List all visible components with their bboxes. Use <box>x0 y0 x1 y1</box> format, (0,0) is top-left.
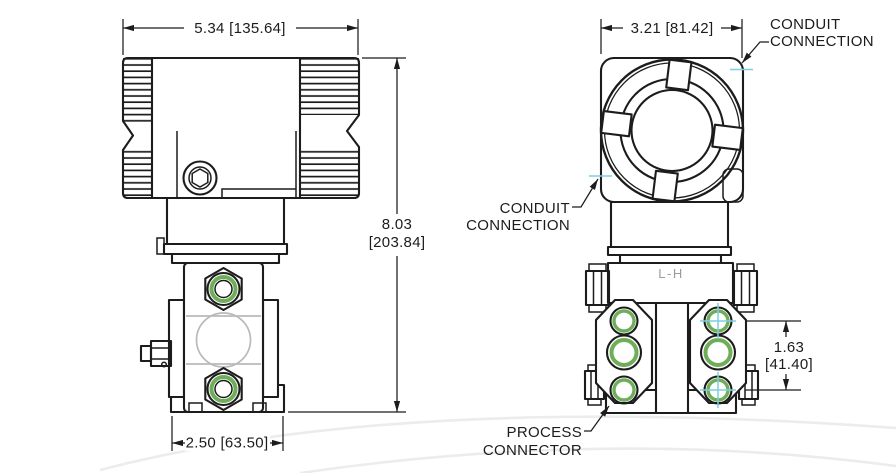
leader-line <box>741 41 769 64</box>
right-cover-knurl <box>300 147 359 198</box>
gasket-ring <box>612 378 636 402</box>
gasket-ring <box>612 309 636 333</box>
module-wing-right <box>261 298 280 399</box>
flange-bolt-upper-right <box>732 263 759 313</box>
module-block <box>606 261 735 305</box>
conduit-callout-top: CONDUIT CONNECTION <box>741 16 874 64</box>
port-spacing-dimension: 1.63 [41.40] <box>745 320 813 391</box>
gasket-ring <box>609 338 639 367</box>
connector-ports-left <box>605 306 643 405</box>
connector-ports-right <box>699 303 737 408</box>
housing-neck-front <box>606 200 733 265</box>
side-base-dim-text: 2.50 [63.50] <box>186 435 269 452</box>
side-height-dim-mm: [203.84] <box>369 234 426 251</box>
gasket-ring <box>703 338 733 367</box>
conduit-left-label-line2: CONNECTION <box>466 217 570 234</box>
module-body <box>182 261 265 414</box>
sensor-module-front: L-H <box>583 261 760 415</box>
flange-bolt-top <box>204 266 243 312</box>
cover-lug <box>600 110 633 138</box>
cover-lug <box>711 123 744 151</box>
leader-line <box>584 405 610 432</box>
flange-bolt-upper-left <box>584 263 611 313</box>
side-height-dim-in: 8.03 <box>382 216 412 233</box>
left-cover-outline <box>121 56 152 200</box>
side-height-dimension: 8.03 [203.84] <box>288 57 426 413</box>
cover-lock-screw <box>182 160 218 196</box>
process-connector-right <box>688 298 748 405</box>
sensor-module-side <box>139 261 286 414</box>
electronics-housing-side <box>121 56 361 200</box>
port-spacing-dim-in: 1.63 <box>774 339 804 356</box>
process-connector-callout: PROCESS CONNECTOR <box>483 405 610 459</box>
side-view: 5.34 [135.64] <box>121 19 426 452</box>
conduit-left-label-line1: CONDUIT <box>500 200 570 217</box>
module-center-column <box>654 301 690 415</box>
left-cover-knurl <box>123 150 152 198</box>
housing-neck-side <box>156 196 289 265</box>
front-view: 3.21 [81.42] CONDUIT CONNECTION COND <box>466 16 874 459</box>
module-marking-text: L-H <box>658 266 683 281</box>
front-width-dim-text: 3.21 [81.42] <box>631 20 714 37</box>
process-connector-left <box>594 298 654 405</box>
neck-tab <box>156 237 165 255</box>
right-cover-knurl <box>300 58 359 115</box>
conduit-callout-left: CONDUIT CONNECTION <box>466 178 599 234</box>
cover-lug <box>665 58 693 92</box>
gasket-ring <box>209 275 238 303</box>
side-width-dimension: 5.34 [135.64] <box>122 19 359 55</box>
conduit-top-label-line1: CONDUIT <box>770 16 840 33</box>
process-label-line1: PROCESS <box>507 424 582 441</box>
vent-drain-valve <box>139 339 173 368</box>
conduit-top-label-line2: CONNECTION <box>770 33 874 50</box>
cover-lug <box>651 169 679 203</box>
side-width-dim-text: 5.34 [135.64] <box>194 20 285 37</box>
gasket-ring <box>209 375 238 403</box>
electronics-housing-front <box>589 56 753 204</box>
right-cover-outline <box>300 56 361 200</box>
left-cover-knurl <box>123 58 152 122</box>
flange-bolt-bottom <box>204 366 243 412</box>
front-width-dimension: 3.21 [81.42] <box>600 19 743 58</box>
port-spacing-dim-mm: [41.40] <box>765 356 813 373</box>
hex-socket <box>191 168 209 188</box>
leader-line <box>572 178 599 208</box>
side-base-dimension: 2.50 [63.50] <box>171 416 284 452</box>
process-label-line2: CONNECTOR <box>483 442 582 459</box>
